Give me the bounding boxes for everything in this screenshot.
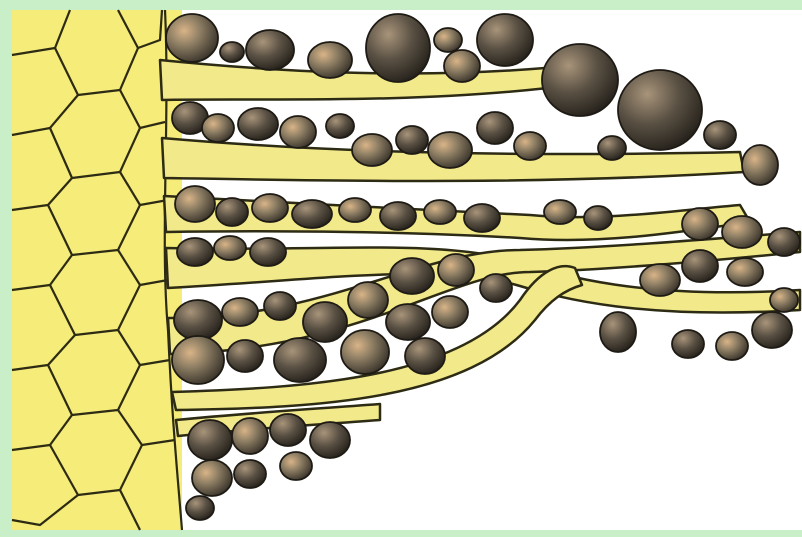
soil-particle (238, 108, 278, 140)
soil-particle (386, 304, 430, 340)
soil-particle (428, 132, 472, 168)
soil-particle (202, 114, 234, 142)
soil-particle (274, 338, 326, 382)
soil-particle (477, 112, 513, 144)
soil-particle (227, 340, 263, 372)
soil-particle (280, 452, 312, 480)
soil-particle (366, 14, 430, 82)
soil-particle (341, 330, 389, 374)
soil-particle (405, 338, 445, 374)
soil-particle (246, 30, 294, 70)
soil-particle (464, 204, 500, 232)
soil-particle (339, 198, 371, 222)
soil-particle (396, 126, 428, 154)
soil-particle (188, 420, 232, 460)
root-hair (160, 60, 548, 100)
soil-particle (326, 114, 354, 138)
soil-particle (352, 134, 392, 166)
soil-particle (434, 28, 462, 52)
soil-particle (175, 186, 215, 222)
soil-particle (704, 121, 736, 149)
frame-left (0, 0, 12, 537)
root-hair (164, 196, 750, 240)
soil-particle (598, 136, 626, 160)
soil-particle (270, 414, 306, 446)
soil-particle (640, 264, 680, 296)
soil-particle (192, 460, 232, 496)
soil-particle (584, 206, 612, 230)
soil-particle (768, 228, 800, 256)
soil-particle (232, 418, 268, 454)
soil-particle (618, 70, 702, 150)
soil-particle (682, 250, 718, 282)
soil-particle (220, 42, 244, 62)
soil-particle (252, 194, 288, 222)
soil-particle (310, 422, 350, 458)
soil-particle (480, 274, 512, 302)
soil-particle (542, 44, 618, 116)
soil-particle (390, 258, 434, 294)
soil-particle (514, 132, 546, 160)
soil-particle (444, 50, 480, 82)
soil-particle (752, 312, 792, 348)
soil-particle (722, 216, 762, 248)
soil-particle (770, 288, 798, 312)
soil-particle (186, 496, 214, 520)
root-epidermis-cells (12, 10, 182, 530)
soil-particle (424, 200, 456, 224)
soil-particle (172, 336, 224, 384)
soil-particle (222, 298, 258, 326)
soil-particle (477, 14, 533, 66)
soil-particle (177, 238, 213, 266)
soil-particle (166, 14, 218, 62)
soil-particle (432, 296, 468, 328)
soil-particle (303, 302, 347, 342)
frame-bottom (0, 530, 802, 537)
soil-particle (174, 300, 222, 340)
soil-particle (214, 236, 246, 260)
soil-particle (216, 198, 248, 226)
soil-particle (682, 208, 718, 240)
soil-particle (280, 116, 316, 148)
soil-particle (264, 292, 296, 320)
frame-top (0, 0, 802, 10)
soil-particle (292, 200, 332, 228)
soil-particle (234, 460, 266, 488)
soil-particle (438, 254, 474, 286)
soil-particle (672, 330, 704, 358)
soil-particle (727, 258, 763, 286)
soil-particle (250, 238, 286, 266)
soil-particle (716, 332, 748, 360)
soil-particle (742, 145, 778, 185)
soil-particle (348, 282, 388, 318)
soil-particle (308, 42, 352, 78)
soil-particle (544, 200, 576, 224)
soil-particle (600, 312, 636, 352)
soil-particle (380, 202, 416, 230)
